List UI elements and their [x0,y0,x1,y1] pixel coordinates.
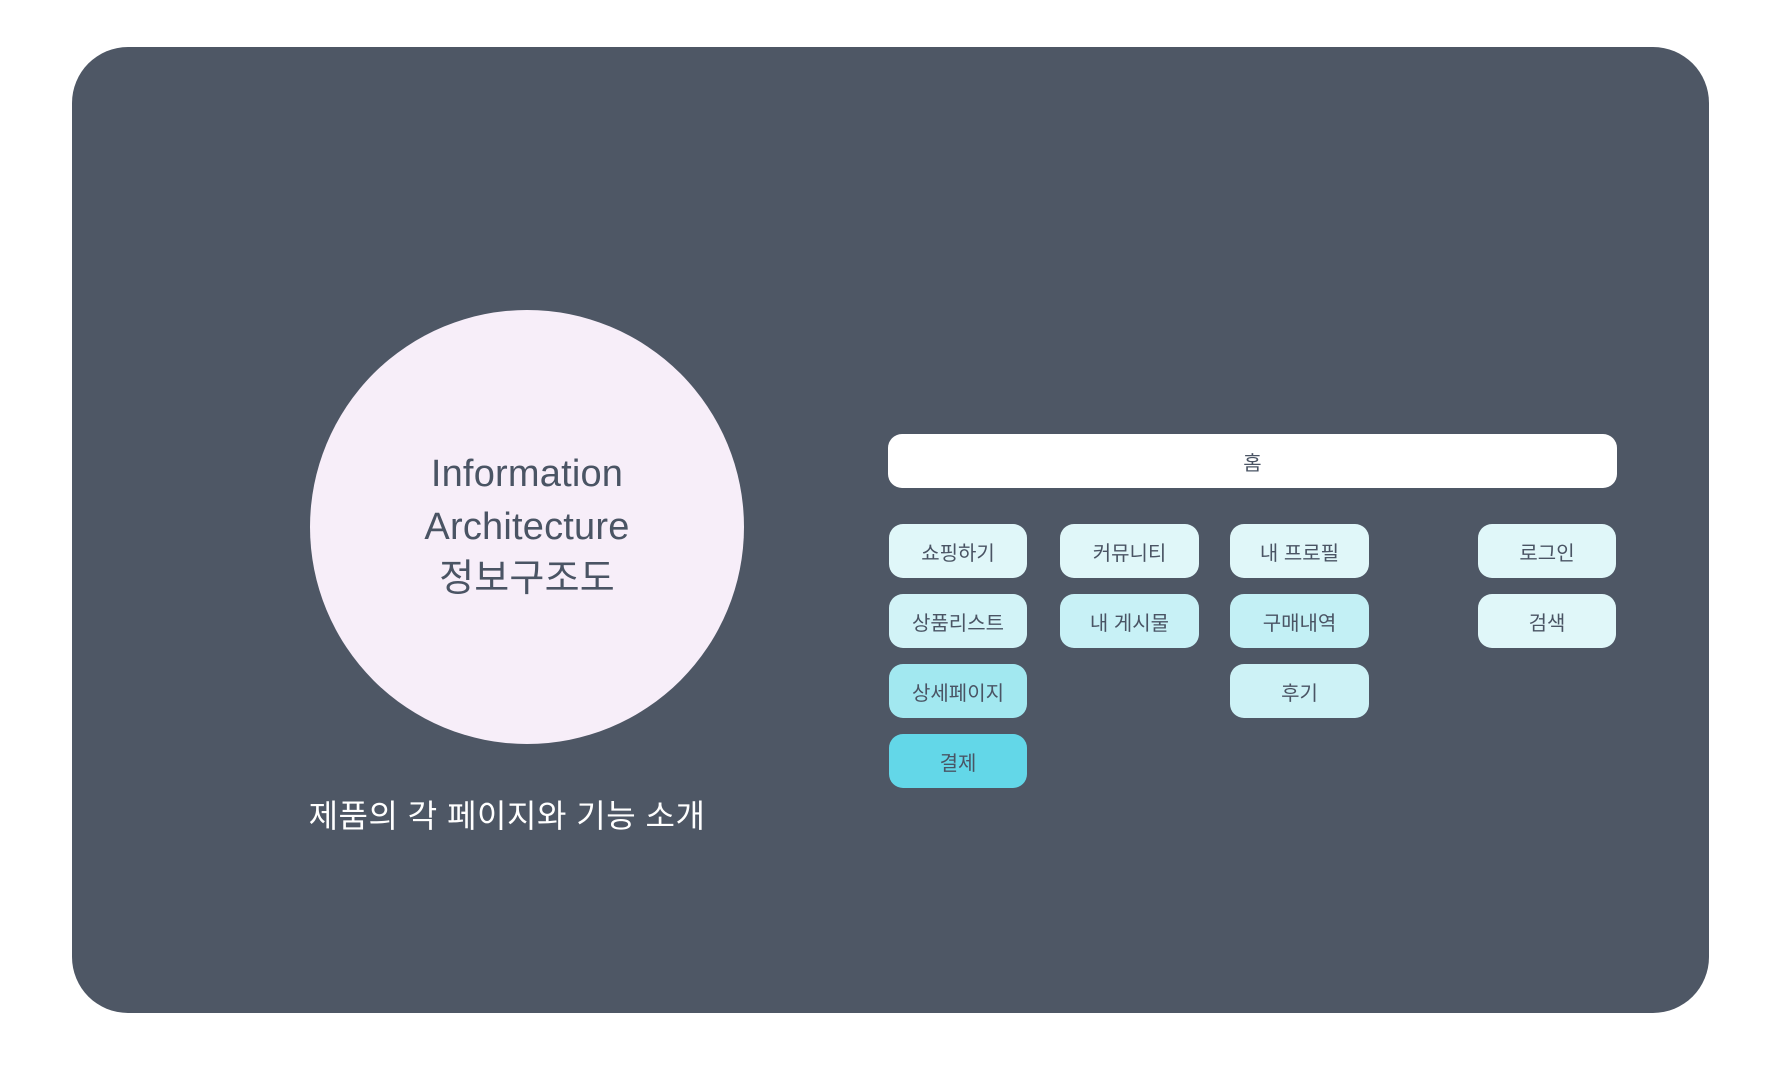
diagram-title: Information Architecture 정보구조도 [424,448,629,605]
node-review: 후기 [1230,664,1369,718]
title-line-3: 정보구조도 [439,558,615,601]
node-product-list: 상품리스트 [889,594,1027,648]
node-home-label: 홈 [1243,452,1262,475]
node-detail-page: 상세페이지 [889,664,1027,718]
title-circle: Information Architecture 정보구조도 [310,310,744,744]
node-login: 로그인 [1478,524,1616,578]
node-home: 홈 [888,434,1617,488]
ia-card: Information Architecture 정보구조도 제품의 각 페이지… [72,47,1709,1013]
diagram-caption: 제품의 각 페이지와 기능 소개 [308,798,706,834]
node-my-profile: 내 프로필 [1230,524,1369,578]
title-line-2: Architecture [424,505,630,548]
node-my-posts: 내 게시물 [1060,594,1199,648]
node-search: 검색 [1478,594,1616,648]
node-shopping: 쇼핑하기 [889,524,1027,578]
node-payment: 결제 [889,734,1027,788]
node-community: 커뮤니티 [1060,524,1199,578]
title-line-1: Information [430,453,624,496]
node-purchase-history: 구매내역 [1230,594,1369,648]
